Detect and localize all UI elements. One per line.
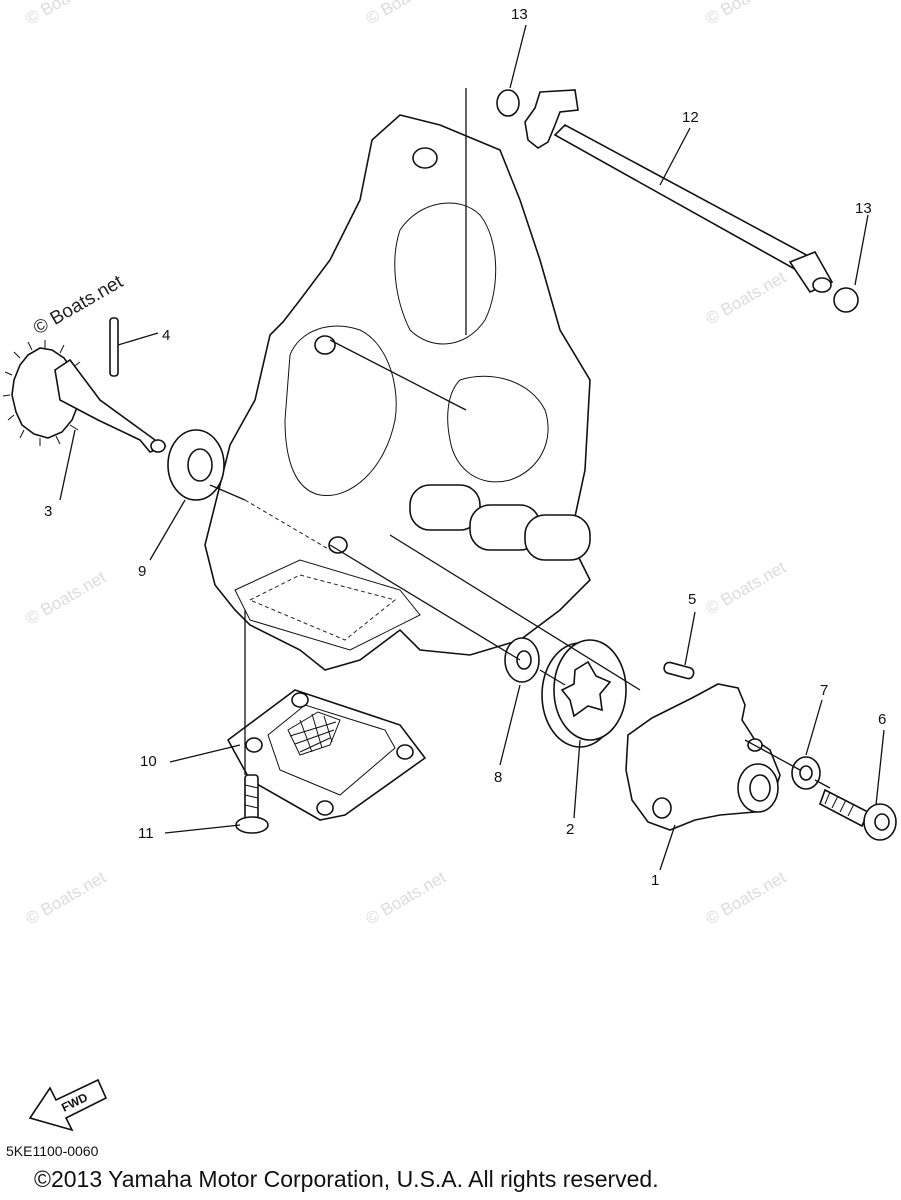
callout-5: 5 xyxy=(688,591,696,608)
bolt-part-6 xyxy=(819,788,897,841)
dowel-pin-part-5 xyxy=(663,661,695,680)
callout-6: 6 xyxy=(878,711,886,728)
watermark-text: © Boats.net xyxy=(23,867,110,928)
watermark-text: © Boats.net xyxy=(703,0,790,28)
copyright-notice: ©2013 Yamaha Motor Corporation, U.S.A. A… xyxy=(34,1166,659,1192)
callout-12: 12 xyxy=(682,109,699,126)
gear-shaft-part-3 xyxy=(2,317,167,453)
assembly-lines xyxy=(209,484,831,789)
callout-3: 3 xyxy=(44,503,52,520)
o-ring-part-13-right xyxy=(833,287,859,313)
callout-7: 7 xyxy=(820,682,828,699)
washer-part-9 xyxy=(167,429,225,501)
callout-10: 10 xyxy=(140,753,157,770)
washer-part-8 xyxy=(504,637,540,683)
watermark-text: © Boats.net xyxy=(363,867,450,928)
oil-pump-rotor-part-2 xyxy=(541,639,627,748)
callout-4: 4 xyxy=(162,327,170,344)
diagram-code: 5KE1100-0060 xyxy=(6,1143,99,1159)
watermark-text: © Boats.net xyxy=(23,0,110,28)
watermark-text: © Boats.net xyxy=(23,567,110,628)
callout-1: 1 xyxy=(651,872,659,889)
callout-13-right: 13 xyxy=(855,200,872,217)
callout-labels: 13 12 13 4 3 9 5 7 6 10 8 2 11 1 xyxy=(44,6,886,889)
callout-8: 8 xyxy=(494,769,502,786)
leader-lines xyxy=(59,24,885,871)
strainer-gasket-part-10 xyxy=(226,689,427,821)
crankcase-housing xyxy=(204,88,591,671)
oil-pipe-part-12 xyxy=(524,89,834,294)
watermark-text: © Boats.net xyxy=(363,0,450,28)
callout-9: 9 xyxy=(138,563,146,580)
washer-part-7 xyxy=(791,756,821,790)
fwd-arrow-icon: FWD xyxy=(28,1078,108,1132)
callout-2: 2 xyxy=(566,821,574,838)
callout-11: 11 xyxy=(138,825,154,842)
o-ring-part-13-top xyxy=(496,89,520,117)
screw-part-11 xyxy=(235,774,269,834)
callout-13-top: 13 xyxy=(511,6,528,23)
watermark-text: © Boats.net xyxy=(703,267,790,328)
watermark-text: © Boats.net xyxy=(703,557,790,618)
oil-pump-housing-part-1 xyxy=(625,683,781,831)
watermark-text: © Boats.net xyxy=(703,867,790,928)
